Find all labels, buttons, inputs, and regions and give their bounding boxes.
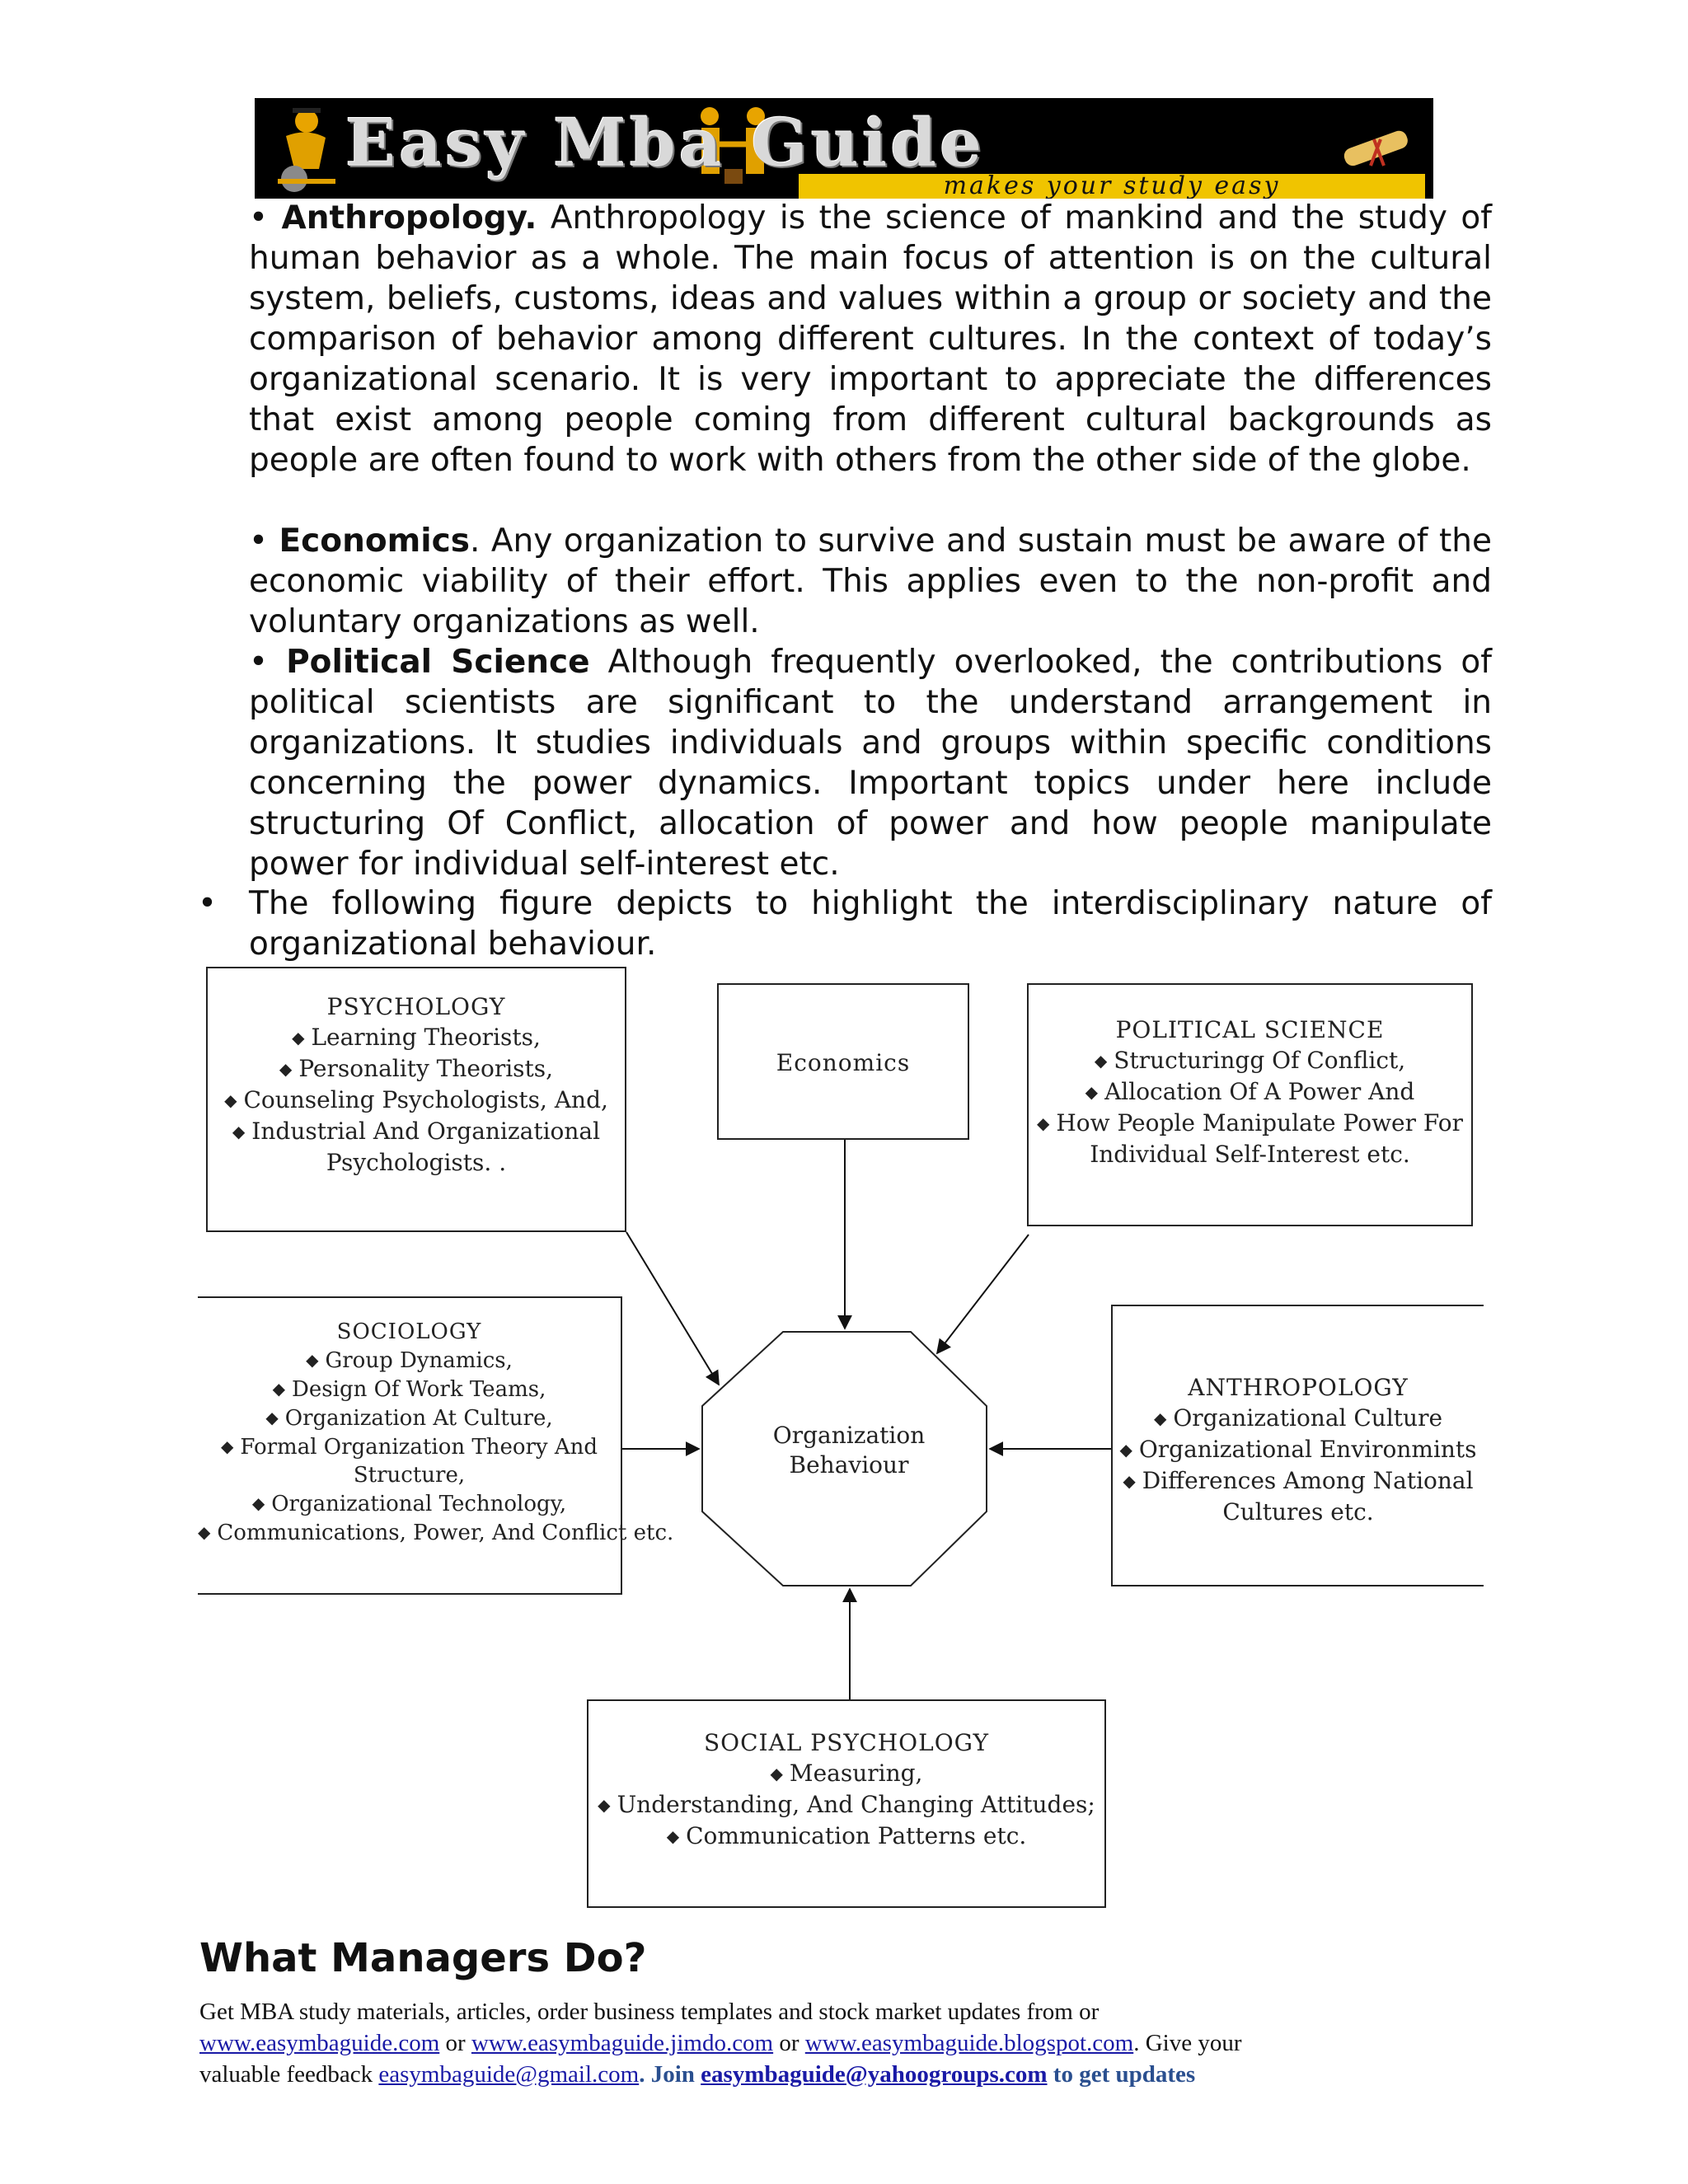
footer-text: . Give your [1133,2030,1242,2056]
bullet: • [249,199,269,237]
banner-title: Easy Mba Guide [345,104,986,181]
box-item: Structuringg Of Conflict, [1029,1045,1471,1076]
list-bullet: • [198,885,218,922]
box-item-continuation: Individual Self-Interest etc. [1090,1141,1410,1168]
section-heading: What Managers Do? [199,1935,647,1981]
footer-join-text: to get updates [1047,2061,1196,2088]
arrow-political-science [935,1234,1029,1355]
box-item: Organizational Environmints [1113,1434,1484,1465]
box-item: Group Dynamics, [198,1346,621,1375]
bullet: • [249,644,269,681]
box-item-continuation: Structure, [353,1463,466,1488]
graduate-figure-icon [278,108,335,192]
political-science-term: Political Science [286,644,590,681]
economics-box: Economics [717,983,969,1140]
political-science-paragraph: • Political Science Although frequently … [249,642,1492,884]
anthropology-term: Anthropology. [281,199,537,237]
economics-paragraph: • Economics. Any organization to survive… [249,521,1492,642]
center-label: Organization Behaviour [705,1421,993,1480]
political-science-box: POLITICAL SCIENCE Structuringg Of Confli… [1027,983,1473,1226]
anthropology-box: ANTHROPOLOGY Organizational Culture Orga… [1111,1305,1484,1586]
center-label-line: Behaviour [789,1451,909,1479]
box-item-continuation: Psychologists. . [326,1149,507,1176]
box-title: SOCIOLOGY [336,1319,482,1344]
link-easymbaguide-blogspot[interactable]: www.easymbaguide.blogspot.com [804,2030,1134,2056]
box-title: SOCIAL PSYCHOLOGY [703,1729,990,1756]
box-item: How People Manipulate Power For [1029,1108,1471,1139]
box-title: PSYCHOLOGY [326,993,506,1020]
header-banner: Easy Mba Guide makes your study easy [255,98,1433,199]
box-item: Design Of Work Teams, [198,1375,621,1404]
arrow-psychology [626,1231,720,1386]
box-item: Organizational Technology, [198,1489,621,1518]
link-easymbaguide[interactable]: www.easymbaguide.com [199,2030,440,2056]
banner-tagline: makes your study easy [799,174,1425,199]
box-item: Communication Patterns etc. [588,1821,1104,1852]
feedback-email-link[interactable]: easymbaguide@gmail.com [378,2061,640,2088]
footer-text: or [439,2030,471,2056]
center-label-line: Organization [772,1422,926,1449]
bullet: • [249,523,269,560]
footer-text: valuable feedback [199,2061,379,2088]
political-science-text: Although frequently overlooked, the cont… [249,644,1492,883]
footer-text: Get MBA study materials, articles, order… [199,1999,1100,2025]
psychology-box: PSYCHOLOGY Learning Theorists, Personali… [206,967,626,1232]
footer-join-text: . Join [639,2061,701,2088]
box-item: Organization At Culture, [198,1404,621,1432]
footer-text: or [773,2030,805,2056]
box-item-continuation: Cultures etc. [1222,1498,1374,1526]
box-item: Counseling Psychologists, And, [208,1085,625,1116]
box-item: Allocation Of A Power And [1029,1076,1471,1108]
anthropology-text: Anthropology is the science of mankind a… [249,199,1492,479]
handshake-figures-icon [701,107,765,184]
box-title: POLITICAL SCIENCE [1115,1016,1385,1043]
anthropology-paragraph: • Anthropology. Anthropology is the scie… [249,198,1492,480]
box-item: Personality Theorists, [208,1053,625,1085]
box-title: Economics [776,1049,911,1076]
social-psychology-box: SOCIAL PSYCHOLOGY Measuring, Understandi… [587,1699,1106,1908]
sociology-box: SOCIOLOGY Group Dynamics, Design Of Work… [198,1296,673,1595]
box-title: ANTHROPOLOGY [1188,1374,1409,1401]
box-item: Understanding, And Changing Attitudes; [588,1789,1104,1821]
diploma-scroll-icon [1343,130,1408,166]
box-item: Differences Among National [1113,1465,1484,1497]
footer: Get MBA study materials, articles, order… [199,1996,1485,2090]
box-item: Communications, Power, And Conflict etc. [198,1518,673,1547]
figure-intro-text: The following figure depicts to highligh… [249,885,1492,963]
box-item: Formal Organization Theory And [198,1432,621,1461]
box-item: Learning Theorists, [208,1022,625,1053]
box-item: Industrial And Organizational [208,1116,625,1147]
box-item: Organizational Culture [1113,1403,1484,1434]
economics-term: Economics [279,523,470,560]
group-email-link[interactable]: easymbaguide@yahoogroups.com [701,2061,1048,2088]
box-item: Measuring, [588,1758,1104,1789]
link-easymbaguide-jimdo[interactable]: www.easymbaguide.jimdo.com [471,2030,774,2056]
economics-text: . Any organization to survive and sustai… [249,523,1492,640]
